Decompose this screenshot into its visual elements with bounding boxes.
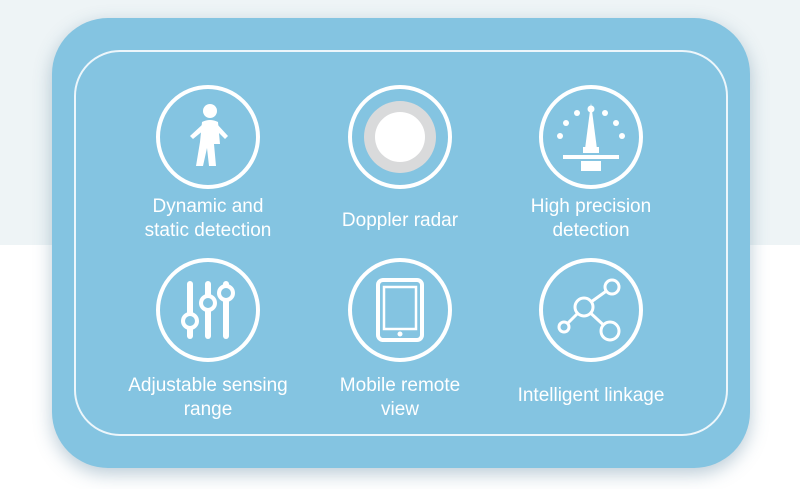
walking-person-icon bbox=[176, 102, 240, 172]
feature-label: Intelligent linkage bbox=[517, 385, 665, 406]
feature-label: High precision detection bbox=[530, 196, 652, 241]
feature-label: Adjustable sensing range bbox=[128, 375, 288, 420]
feature-high-precision-detection: High precision detection bbox=[491, 85, 691, 243]
feature-intelligent-linkage: Intelligent linkage bbox=[491, 258, 691, 408]
radar-circle-icon bbox=[362, 99, 438, 175]
sliders-icon bbox=[173, 275, 243, 345]
feature-label: Dynamic and static detection bbox=[144, 196, 272, 241]
feature-ring bbox=[348, 85, 452, 189]
feature-label: Mobile remote view bbox=[339, 375, 461, 420]
precision-gauge-icon bbox=[551, 99, 631, 175]
feature-ring bbox=[348, 258, 452, 362]
tablet-icon bbox=[375, 277, 425, 343]
feature-doppler-radar: Doppler radar bbox=[300, 85, 500, 233]
feature-label: Doppler radar bbox=[341, 210, 459, 231]
network-nodes-icon bbox=[554, 273, 628, 347]
feature-dynamic-static-detection: Dynamic and static detection bbox=[108, 85, 308, 243]
feature-ring bbox=[156, 258, 260, 362]
feature-adjustable-sensing-range: Adjustable sensing range bbox=[108, 258, 308, 422]
feature-ring bbox=[539, 85, 643, 189]
card-inner-border bbox=[74, 50, 728, 436]
feature-ring bbox=[156, 85, 260, 189]
feature-ring bbox=[539, 258, 643, 362]
feature-mobile-remote-view: Mobile remote view bbox=[300, 258, 500, 422]
